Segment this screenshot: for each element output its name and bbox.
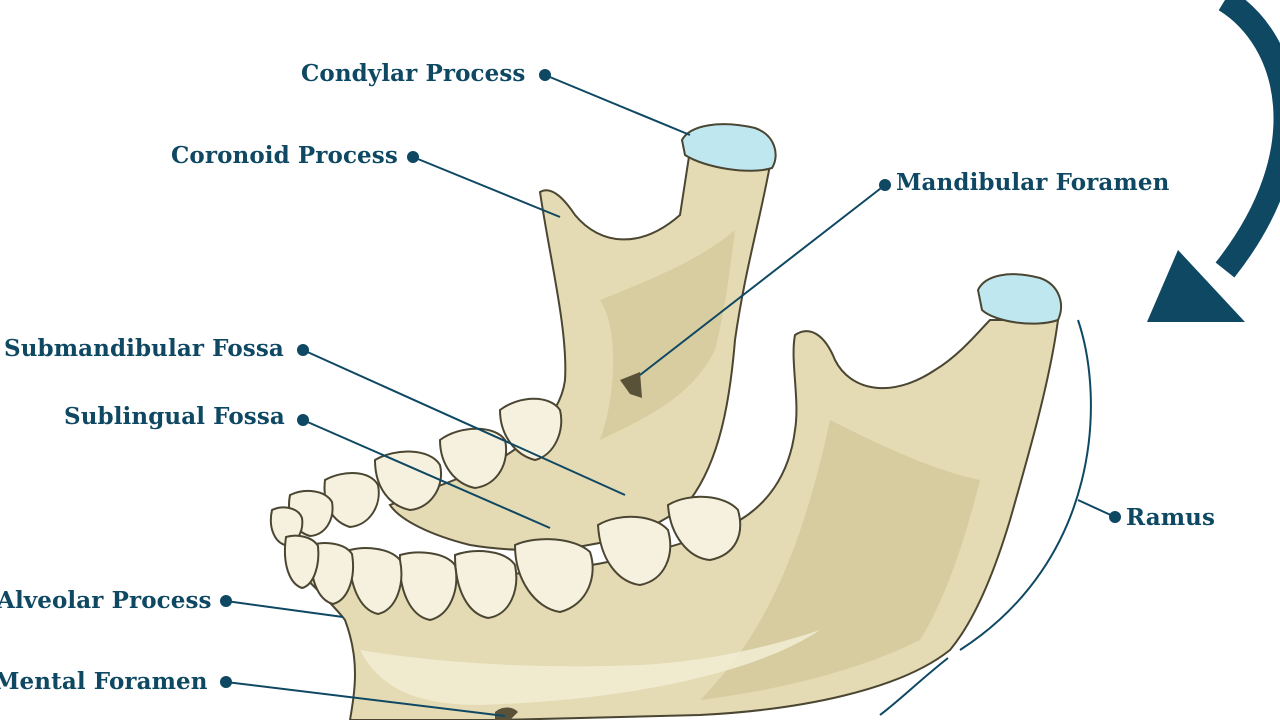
mandibular-foramen-mark [620,372,642,398]
leader-mental-foramen [225,681,506,717]
label-alveolar-process: Alveolar Process [0,587,212,614]
label-mandibular-foramen: Mandibular Foramen [896,169,1170,196]
label-submandibular-fossa: Submandibular Fossa [4,335,284,362]
leader-mandibular-foramen [639,184,886,376]
mental-foramen-mark [495,707,518,720]
label-coronoid-process: Coronoid Process [171,142,398,169]
leader-sublingual-fossa [302,419,551,529]
mandible-left-half [269,123,777,551]
leader-condylar-process [544,74,691,136]
leader-submandibular-fossa [302,349,626,496]
label-ramus: Ramus [1126,504,1216,531]
label-mental-foramen: Mental Foramen [0,668,208,695]
leader-lines [220,69,1121,717]
label-condylar-process: Condylar Process [301,60,526,87]
mandible-right-half [283,273,1062,720]
ramus-bracket [959,319,1092,651]
leader-alveolar-process [225,600,344,618]
curved-arrow-icon [1147,0,1280,322]
leader-coronoid-process [412,156,561,218]
left-condyle-cartilage [680,123,777,172]
right-condyle-cartilage [976,273,1062,325]
label-sublingual-fossa: Sublingual Fossa [64,403,285,430]
